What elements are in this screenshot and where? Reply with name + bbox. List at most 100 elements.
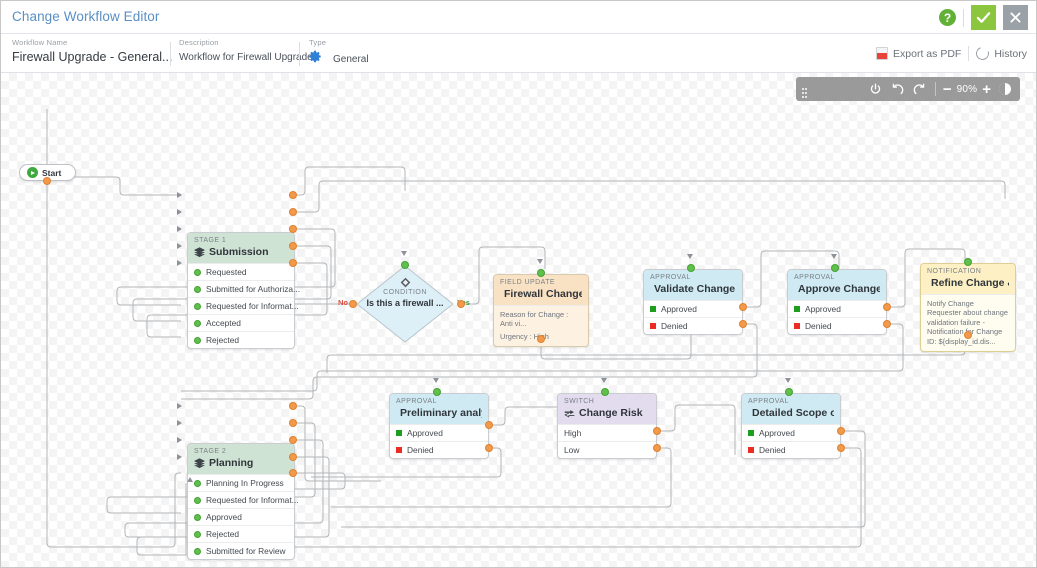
node-switch-change-risk[interactable]: Switch Change Risk High Low: [557, 393, 657, 459]
cancel-button[interactable]: [1003, 5, 1028, 30]
node-condition[interactable]: Condition Is this a firewall ... No Yes: [338, 265, 470, 343]
condition-no-label: No: [338, 298, 348, 307]
denied-output-port[interactable]: [883, 320, 891, 328]
node-row[interactable]: High: [558, 424, 656, 441]
node-row[interactable]: Submitted for Authoriza...: [188, 280, 300, 297]
approved-output-port[interactable]: [485, 421, 493, 429]
node-row[interactable]: Denied: [788, 317, 886, 334]
zoom-in-button[interactable]: +: [982, 80, 991, 98]
node-row[interactable]: Rejected: [188, 331, 294, 348]
undo-button[interactable]: [887, 77, 909, 101]
node-approval-preliminary-analysis[interactable]: Approval Preliminary analy... Approved D…: [389, 393, 489, 459]
input-port[interactable]: [785, 388, 793, 396]
output-port[interactable]: [964, 331, 972, 339]
field-line: Reason for Change : Anti vi...: [500, 310, 569, 329]
status-dot-icon: [194, 530, 201, 538]
input-port[interactable]: [601, 388, 609, 396]
node-kind: Switch: [564, 398, 595, 405]
input-port[interactable]: [964, 258, 972, 266]
node-row[interactable]: Submitted for Review: [188, 542, 294, 559]
approved-output-port[interactable]: [739, 303, 747, 311]
node-row[interactable]: Accepted: [188, 314, 294, 331]
canvas-toolbar[interactable]: − 90% +: [796, 77, 1020, 101]
node-row[interactable]: Approved: [788, 300, 886, 317]
export-as-pdf-button[interactable]: Export as PDF: [876, 47, 961, 60]
node-stage-2-planning[interactable]: Stage 2 Planning Planning In Progress Re…: [187, 443, 299, 560]
node-header: Approval Approve Change ...: [788, 270, 886, 300]
zoom-out-button[interactable]: −: [942, 80, 952, 98]
denied-output-port[interactable]: [837, 444, 845, 452]
node-title: Planning: [209, 457, 254, 469]
switch-icon: [564, 410, 575, 418]
node-row[interactable]: Requested for Informat...: [188, 297, 299, 314]
input-arrow-icon: [177, 403, 182, 409]
power-button[interactable]: [865, 77, 887, 101]
node-row[interactable]: Approved: [188, 508, 294, 525]
type-value: General: [333, 53, 369, 65]
output-port[interactable]: [289, 453, 297, 461]
history-button[interactable]: History: [974, 44, 1027, 63]
input-arrow-icon: [177, 209, 182, 215]
node-row[interactable]: Approved: [644, 300, 742, 317]
input-port[interactable]: [687, 264, 695, 272]
output-port[interactable]: [289, 225, 297, 233]
node-row[interactable]: Rejected: [188, 525, 294, 542]
node-stage-1-submission[interactable]: Stage 1 Submission Requested Submitted f…: [187, 232, 300, 349]
type-field: Type General: [309, 38, 369, 68]
denied-output-port[interactable]: [485, 444, 493, 452]
approved-square-icon: [650, 306, 656, 312]
node-header: Notification Refine Change &...: [921, 264, 1015, 294]
save-button[interactable]: [971, 5, 996, 30]
node-title-row: Refine Change &...: [927, 277, 1009, 290]
condition-no-port[interactable]: [349, 300, 357, 308]
node-header: Stage 1 Submission: [188, 233, 294, 263]
approved-output-port[interactable]: [883, 303, 891, 311]
low-output-port[interactable]: [653, 444, 661, 452]
node-row[interactable]: Requested for Informat...: [188, 491, 299, 508]
node-title: Is this a firewall ...: [366, 298, 444, 308]
output-port[interactable]: [289, 469, 297, 477]
node-approval-detailed-scope[interactable]: Approval Detailed Scope of... Approved D…: [741, 393, 841, 459]
description-value[interactable]: Workflow for Firewall Upgrade: [179, 52, 313, 63]
output-port[interactable]: [289, 191, 297, 199]
node-title-row: Planning: [194, 457, 288, 470]
node-row[interactable]: Planning In Progress: [188, 474, 294, 491]
contrast-icon: [999, 83, 1011, 95]
node-title-row: Change Risk: [564, 407, 650, 420]
redo-button[interactable]: [909, 77, 931, 101]
node-kind: Notification: [927, 268, 982, 275]
input-port[interactable]: [831, 264, 839, 272]
node-row[interactable]: Denied: [742, 441, 840, 458]
workflow-canvas[interactable]: Start Stage 1 Submission Requested Submi…: [1, 73, 1036, 567]
output-port[interactable]: [537, 335, 545, 343]
node-row[interactable]: Denied: [390, 441, 488, 458]
help-icon[interactable]: ?: [939, 9, 956, 26]
denied-output-port[interactable]: [739, 320, 747, 328]
output-port[interactable]: [289, 402, 297, 410]
workflow-name-value[interactable]: Firewall Upgrade - General...: [12, 50, 173, 64]
drag-handle-icon[interactable]: [796, 77, 810, 101]
node-header: Stage 2 Planning: [188, 444, 294, 474]
node-row[interactable]: Approved: [742, 424, 840, 441]
output-port[interactable]: [289, 259, 297, 267]
output-port[interactable]: [289, 419, 297, 427]
output-port[interactable]: [289, 242, 297, 250]
node-approval-approve-change[interactable]: Approval Approve Change ... Approved Den…: [787, 269, 887, 335]
node-row[interactable]: Denied: [644, 317, 742, 334]
input-port[interactable]: [433, 388, 441, 396]
approved-output-port[interactable]: [837, 427, 845, 435]
start-output-port[interactable]: [43, 177, 51, 185]
high-output-port[interactable]: [653, 427, 661, 435]
condition-yes-port[interactable]: [457, 300, 465, 308]
node-title: Preliminary analy...: [400, 407, 482, 419]
output-port[interactable]: [289, 436, 297, 444]
input-arrow-icon: [177, 192, 182, 198]
condition-input-port[interactable]: [401, 261, 409, 269]
output-port[interactable]: [289, 208, 297, 216]
node-row[interactable]: Low: [558, 441, 656, 458]
input-port[interactable]: [537, 269, 545, 277]
fit-to-screen-button[interactable]: [994, 77, 1016, 101]
node-approval-validate-change[interactable]: Approval Validate Change ... Approved De…: [643, 269, 743, 335]
node-row[interactable]: Approved: [390, 424, 488, 441]
node-row[interactable]: Requested: [188, 263, 294, 280]
